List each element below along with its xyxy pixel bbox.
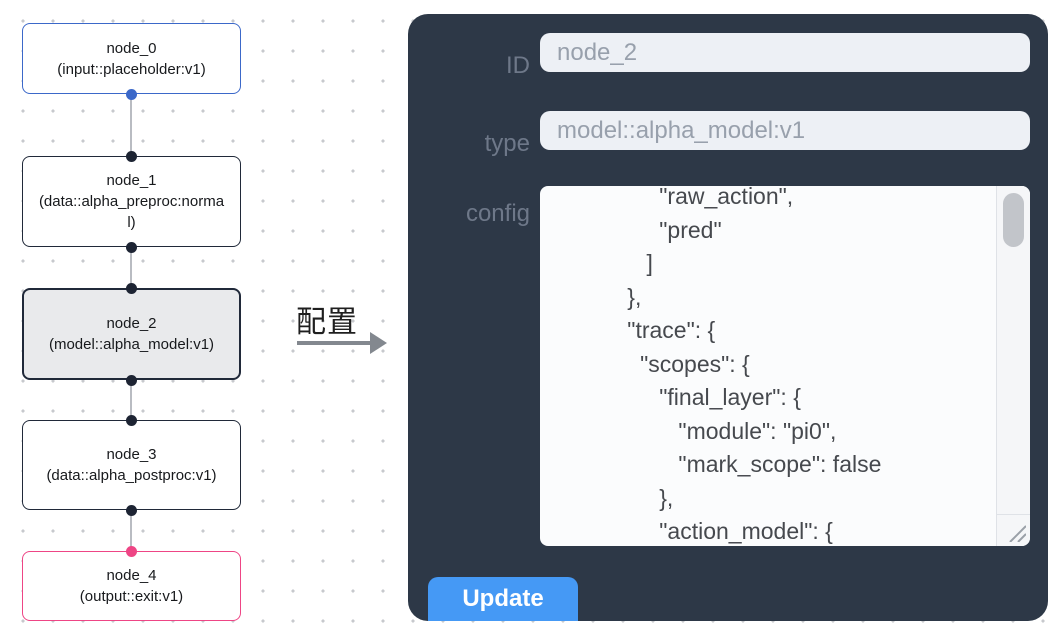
edge-line <box>130 380 132 420</box>
node-title: node_2 <box>106 315 157 332</box>
type-field-label: type <box>484 130 530 157</box>
node-subtitle: (data::alpha_postproc:v1) <box>46 467 217 484</box>
configure-arrow-head-icon <box>370 332 387 354</box>
port-node_3[interactable] <box>125 414 137 426</box>
config-field-label: config <box>465 200 530 227</box>
resize-handle-icon[interactable] <box>1006 524 1026 542</box>
port-node_4[interactable] <box>125 545 137 557</box>
flow-node-node_4[interactable]: node_4(output::exit:v1) <box>22 551 241 621</box>
port-node_3[interactable] <box>125 504 137 516</box>
configure-annotation-label: 配置 <box>296 306 358 339</box>
edge-line <box>130 94 132 156</box>
config-json-text: "raw_action", "pred" ] }, "trace": { "sc… <box>627 186 882 544</box>
port-node_2[interactable] <box>125 282 137 294</box>
flow-node-node_1[interactable]: node_1(data::alpha_preproc:normal) <box>22 156 241 247</box>
port-node_0[interactable] <box>125 88 137 100</box>
config-scrollbar-thumb[interactable] <box>1003 193 1024 247</box>
node-title: node_4 <box>106 567 157 584</box>
port-node_1[interactable] <box>125 241 137 253</box>
config-textarea[interactable]: "raw_action", "pred" ] }, "trace": { "sc… <box>540 186 1030 546</box>
node-subtitle: (data::alpha_preproc:normal) <box>38 193 225 231</box>
configure-arrow-line <box>297 341 372 345</box>
node-subtitle: (output::exit:v1) <box>79 588 184 605</box>
flow-node-node_0[interactable]: node_0(input::placeholder:v1) <box>22 23 241 94</box>
node-subtitle: (input::placeholder:v1) <box>57 60 206 78</box>
scrollbar-corner-divider <box>996 514 1030 515</box>
node-subtitle: (model::alpha_model:v1) <box>48 336 215 353</box>
node-title: node_1 <box>106 172 157 189</box>
edge-line <box>130 510 132 551</box>
flow-node-node_2[interactable]: node_2(model::alpha_model:v1) <box>22 288 241 380</box>
node-config-panel: ID type config "raw_action", "pred" ] },… <box>408 14 1048 621</box>
node-title: node_3 <box>106 446 157 463</box>
id-field-label: ID <box>506 52 530 79</box>
node-title: node_0 <box>106 39 157 57</box>
port-node_1[interactable] <box>125 150 137 162</box>
edge-line <box>130 247 132 288</box>
id-input[interactable] <box>540 33 1030 72</box>
flow-node-node_3[interactable]: node_3(data::alpha_postproc:v1) <box>22 420 241 510</box>
type-input[interactable] <box>540 111 1030 150</box>
update-button[interactable]: Update <box>428 577 578 621</box>
port-node_2[interactable] <box>125 374 137 386</box>
